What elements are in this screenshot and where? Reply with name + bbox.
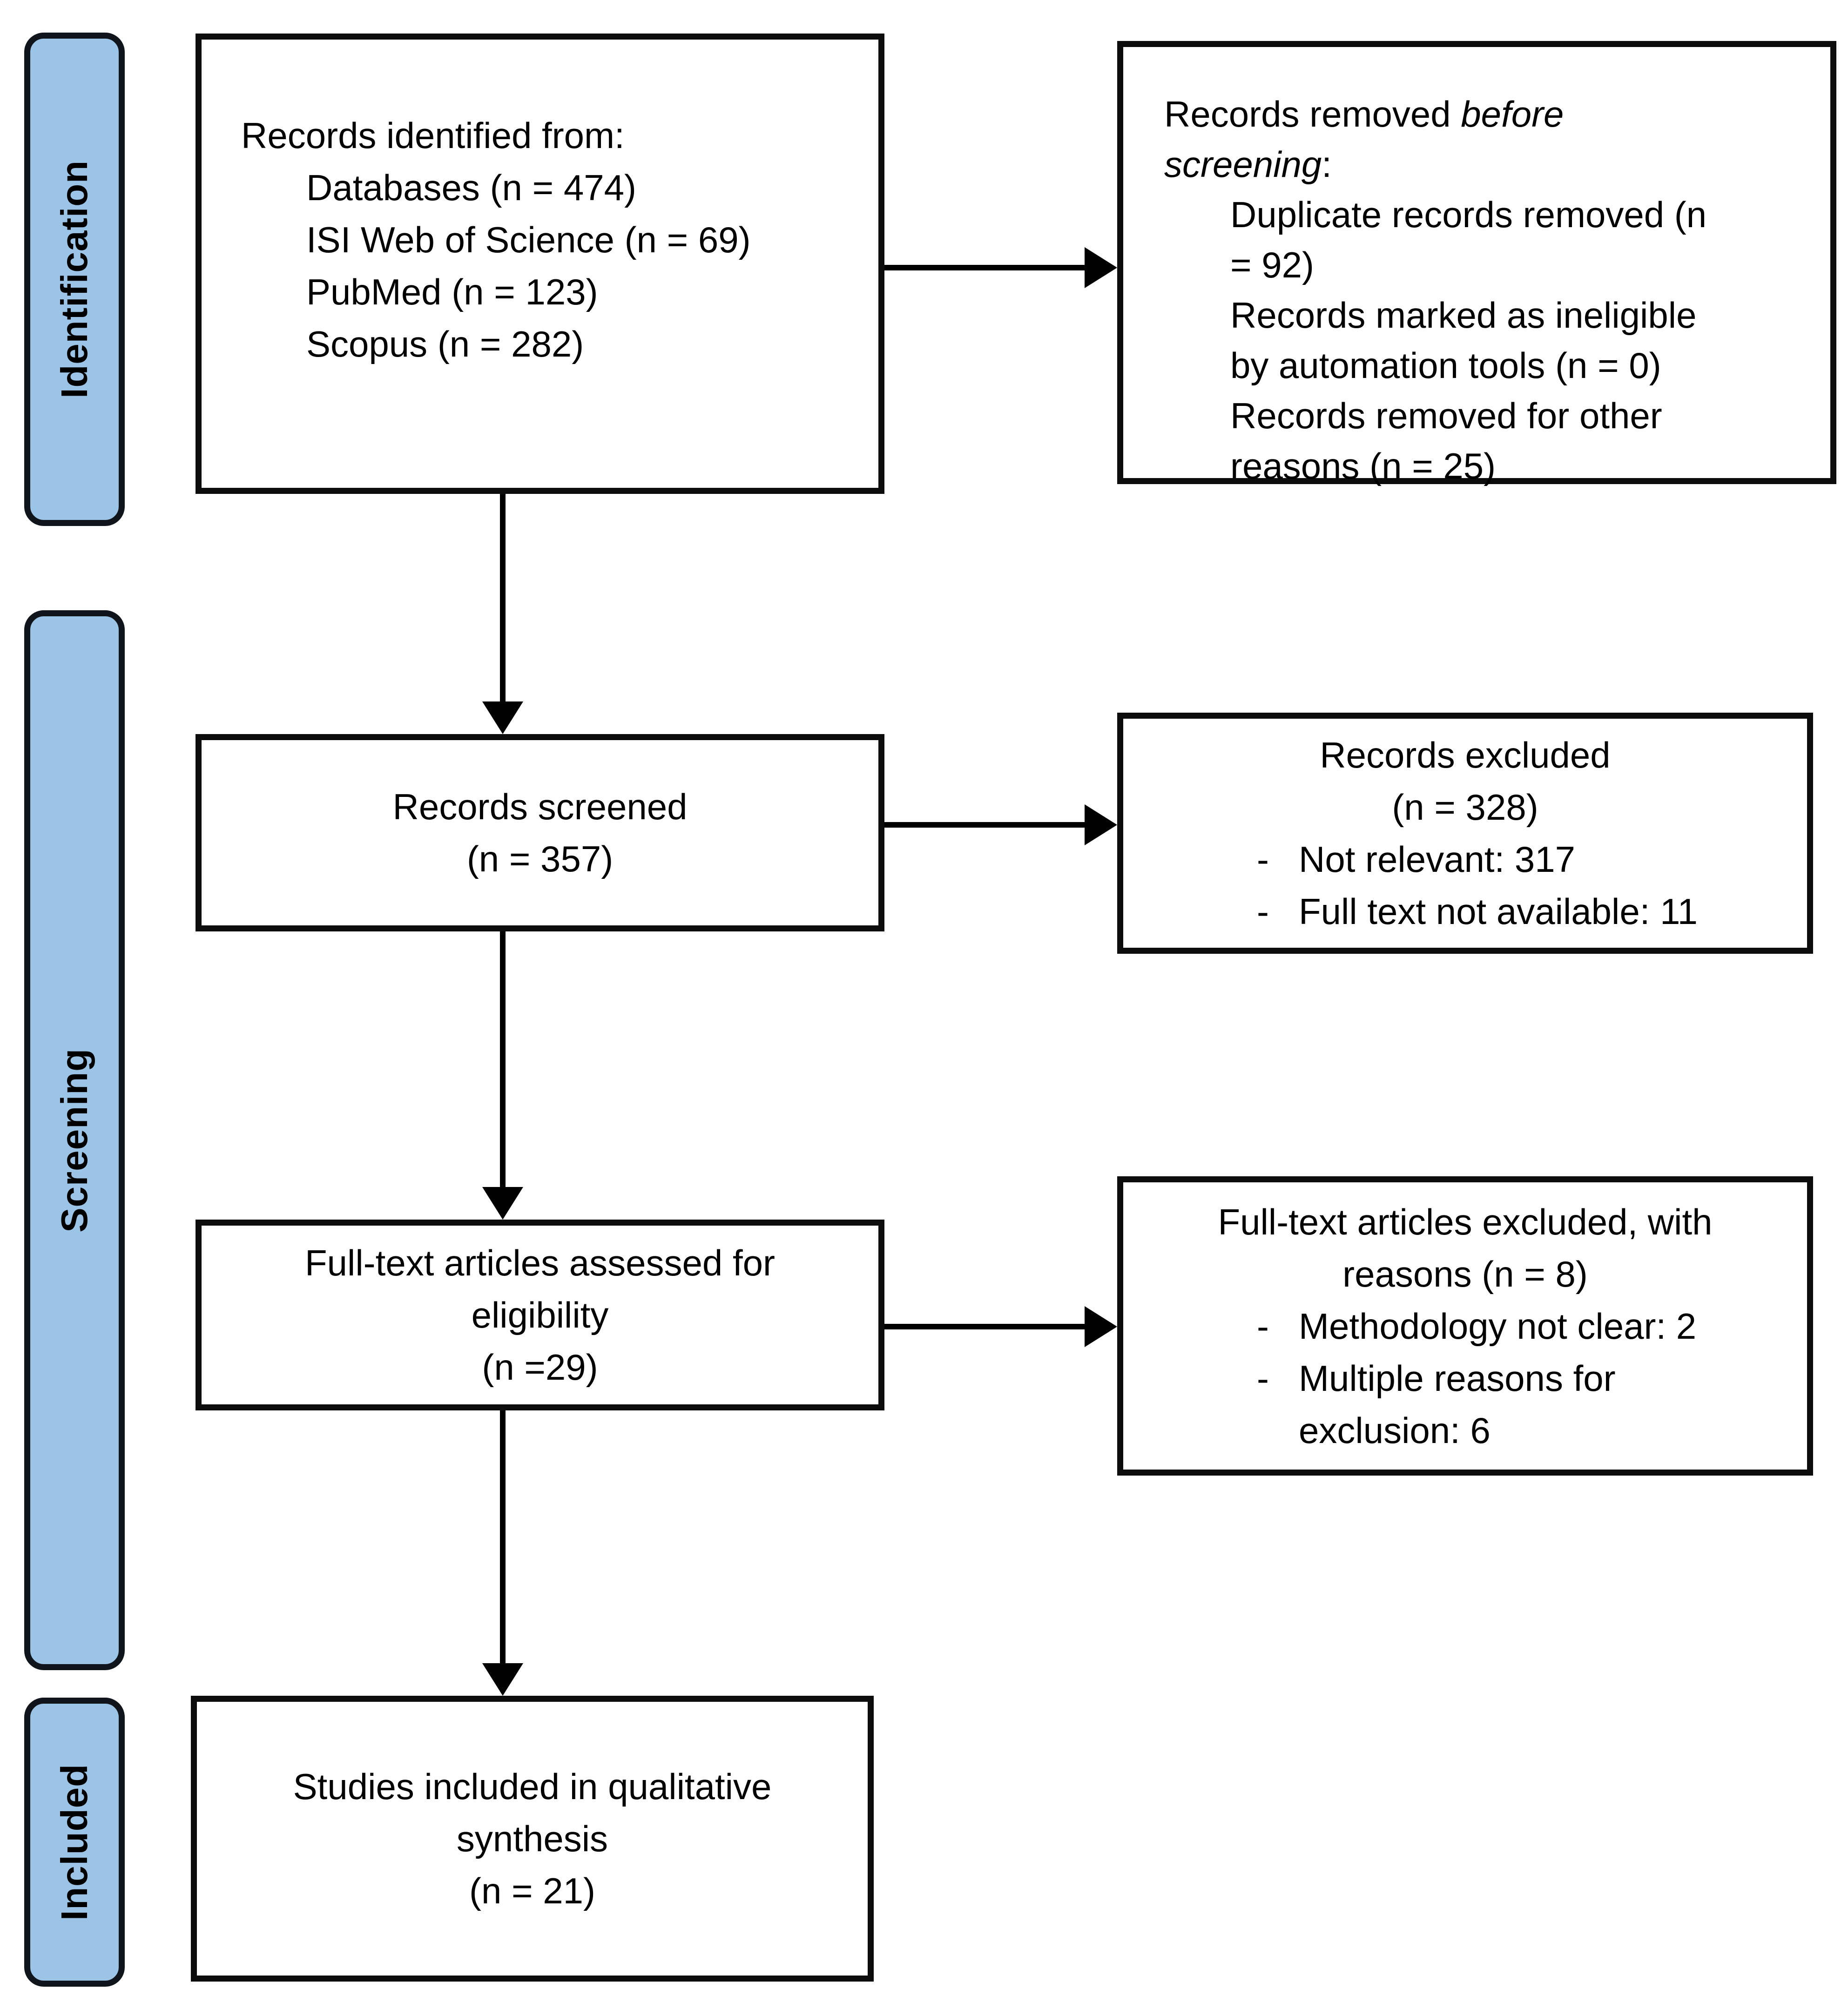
- arrow-shaft: [500, 931, 506, 1193]
- title-italic: screening: [1164, 144, 1322, 185]
- dash-bullet: -: [1257, 1357, 1269, 1399]
- title-suffix: :: [1322, 144, 1332, 185]
- dash-bullet-empty: [1257, 1404, 1299, 1457]
- box-title: Full-text articles excluded, with: [1218, 1201, 1713, 1242]
- box-title: Full-text articles assessed for: [304, 1242, 775, 1283]
- dash-bullet: -: [1257, 839, 1269, 880]
- exclusion-reason: - Not relevant: 317: [1123, 833, 1807, 885]
- dash-bullet: -: [1257, 1305, 1269, 1347]
- detail-line: Records marked as ineligible: [1230, 295, 1697, 336]
- exclusion-reason-text: Full text not available: 11: [1299, 891, 1698, 932]
- exclusion-reason-text: Not relevant: 317: [1299, 839, 1576, 880]
- box-count: (n =29): [482, 1347, 598, 1388]
- detail-line: reasons (n = 25): [1230, 445, 1496, 486]
- box-title-line: Records removed before: [1164, 89, 1816, 139]
- stage-screening: Screening: [24, 610, 125, 1670]
- exclusion-reason-text: Methodology not clear: 2: [1299, 1305, 1697, 1347]
- detail-line: Duplicate records removed (n: [1230, 194, 1707, 235]
- arrowhead-down-icon: [482, 701, 523, 734]
- detail-line: by automation tools (n = 0): [1230, 345, 1661, 386]
- stage-screening-label: Screening: [54, 1048, 95, 1233]
- arrow-shaft: [500, 494, 506, 707]
- exclusion-reason: - Full text not available: 11: [1123, 885, 1807, 937]
- source-line: PubMed (n = 123): [306, 271, 598, 312]
- box-count: reasons (n = 8): [1342, 1253, 1588, 1295]
- exclusion-reason-continuation: exclusion: 6: [1123, 1404, 1807, 1457]
- arrow-shaft: [500, 1410, 506, 1669]
- arrow-shaft: [884, 265, 1090, 270]
- arrowhead-right-icon: [1085, 804, 1117, 845]
- box-title: Records screened: [392, 786, 688, 827]
- source-line: Databases (n = 474): [306, 167, 636, 208]
- exclusion-reason-text: exclusion: 6: [1299, 1409, 1491, 1451]
- arrow-down-icon: [482, 931, 523, 1220]
- box-fulltext-assessed: Full-text articles assessed for eligibil…: [196, 1220, 884, 1410]
- box-title: eligibility: [471, 1295, 609, 1335]
- arrowhead-down-icon: [482, 1663, 523, 1696]
- exclusion-reason: - Multiple reasons for: [1123, 1352, 1807, 1404]
- box-title: Studies included in qualitative: [293, 1766, 772, 1807]
- arrow-right-icon: [884, 804, 1117, 845]
- box-title-line: screening:: [1164, 139, 1816, 189]
- box-records-excluded: Records excluded (n = 328) - Not relevan…: [1117, 713, 1813, 954]
- arrowhead-right-icon: [1085, 1306, 1117, 1347]
- arrowhead-right-icon: [1085, 247, 1117, 288]
- exclusion-reason: - Methodology not clear: 2: [1123, 1300, 1807, 1352]
- stage-identification-label: Identification: [54, 160, 95, 398]
- stage-included: Included: [24, 1698, 125, 1987]
- box-records-identified: Records identified from: Databases (n = …: [196, 34, 884, 494]
- box-count: (n = 21): [469, 1870, 595, 1911]
- arrow-down-icon: [482, 494, 523, 734]
- stage-included-label: Included: [54, 1764, 95, 1921]
- arrowhead-down-icon: [482, 1187, 523, 1220]
- detail-line: Records removed for other: [1230, 395, 1662, 436]
- box-title: Records excluded: [1320, 735, 1611, 775]
- box-records-screened: Records screened (n = 357): [196, 734, 884, 931]
- source-line: Scopus (n = 282): [306, 324, 584, 364]
- box-studies-included: Studies included in qualitative synthesi…: [191, 1696, 874, 1982]
- arrow-right-icon: [884, 247, 1117, 288]
- arrow-down-icon: [482, 1410, 523, 1696]
- box-fulltext-excluded: Full-text articles excluded, with reason…: [1117, 1176, 1813, 1476]
- arrow-right-icon: [884, 1306, 1117, 1347]
- box-title: Records identified from:: [241, 115, 625, 156]
- box-records-removed-before-screening: Records removed before screening: Duplic…: [1117, 41, 1836, 486]
- source-line: ISI Web of Science (n = 69): [306, 219, 751, 260]
- stage-identification: Identification: [24, 33, 125, 526]
- title-normal: Records removed: [1164, 94, 1461, 135]
- exclusion-reason-text: Multiple reasons for: [1299, 1357, 1616, 1399]
- arrow-shaft: [884, 822, 1090, 828]
- box-title: synthesis: [456, 1818, 608, 1859]
- detail-line: = 92): [1230, 244, 1314, 285]
- dash-bullet: -: [1257, 891, 1269, 932]
- arrow-shaft: [884, 1324, 1090, 1329]
- box-count: (n = 357): [466, 838, 614, 879]
- title-italic: before: [1461, 94, 1564, 135]
- box-count: (n = 328): [1392, 787, 1538, 828]
